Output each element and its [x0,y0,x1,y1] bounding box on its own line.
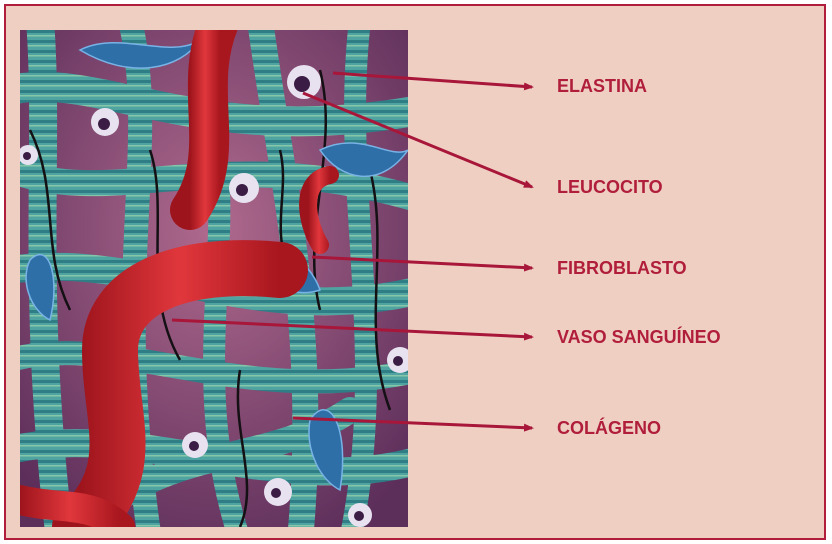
label-vaso-sanguineo: VASO SANGUÍNEO [557,327,721,347]
label-colageno: COLÁGENO [557,418,661,438]
label-leucocito: LEUCOCITO [557,177,663,197]
label-fibroblasto: FIBROBLASTO [557,258,687,278]
label-elastina: ELASTINA [557,76,647,96]
connective-tissue-illustration [20,30,408,527]
